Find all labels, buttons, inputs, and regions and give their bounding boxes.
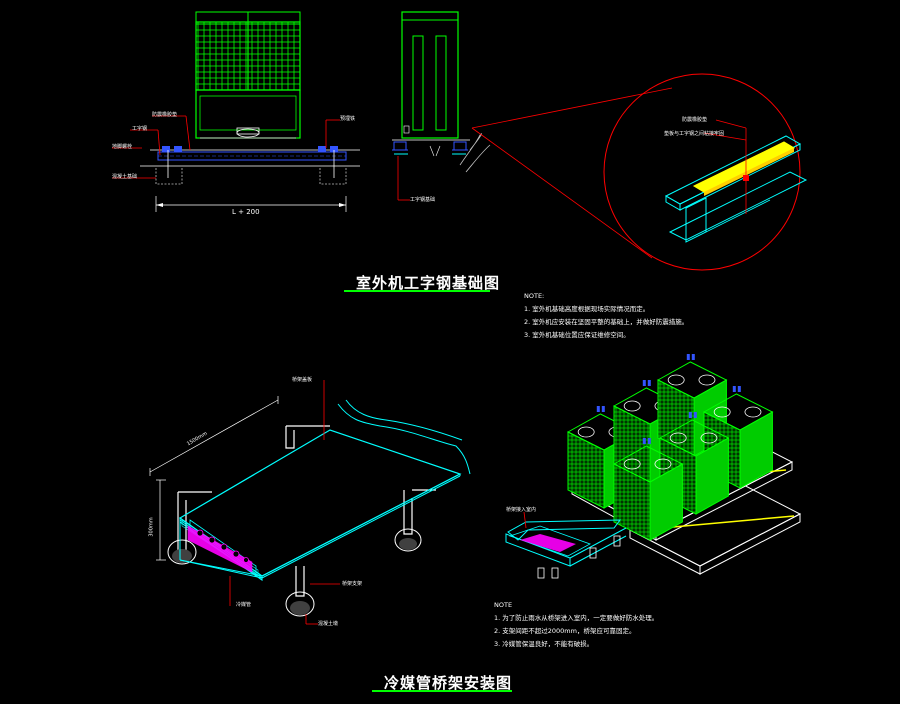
section1-title-underline [344,290,490,292]
notes-heading: NOTE: [524,292,545,300]
width-dimension: L + 200 [232,208,260,216]
section1-title: 室外机工字钢基础图 [356,274,501,292]
label-tray-entry: 桥架接入室内 [506,507,537,513]
label-concrete: 混凝土基础 [112,174,138,180]
label-anchor-bolt: 地脚螺栓 [112,144,133,150]
note-item: 1. 室外机基础高度根据现场实际情况而定。 [524,305,650,313]
section2-notes: NOTE 1. 为了防止雨水从桥架进入室内，一定要做好防水处理。 2. 支架间距… [494,599,658,651]
label-concrete-base: 混凝土墩 [318,621,339,627]
label-i-beam: 工字钢 [132,126,148,132]
label-weld-note: 垫板与工字钢之间粘接牢固 [664,131,725,137]
detail-callout [471,73,808,271]
label-tray-height: 300mm [148,517,155,537]
label-tray-support: 桥架支架 [342,581,363,587]
note-item: 2. 室外机应安装在坚固平整的基础上，并做好防震措施。 [524,318,689,326]
outdoor-unit-side-view [392,11,491,201]
note-item: 1. 为了防止雨水从桥架进入室内，一定要做好防水处理。 [494,614,659,622]
note-item: 2. 支架间距不超过2000mm，桥架应可靠固定。 [494,627,636,635]
label-i-beam-base: 工字钢基础 [410,197,436,203]
outdoor-unit-front-view [112,11,360,212]
outdoor-unit-block [612,438,684,541]
notes-heading: NOTE [494,601,513,609]
label-shock-pad: 防震橡胶垫 [152,112,178,118]
label-refrigerant-pipe: 冷媒管 [236,602,252,608]
section1-notes: NOTE: 1. 室外机基础高度根据现场实际情况而定。 2. 室外机应安装在坚固… [524,290,688,342]
label-rubber-pad: 防震橡胶垫 [682,117,708,123]
label-tray-cover: 桥架盖板 [292,377,313,383]
note-item: 3. 冷媒管保温良好，不能有破损。 [494,640,594,648]
label-embedded: 预埋铁 [340,116,356,122]
section2-title-underline [372,690,512,692]
outdoor-units-cluster [505,354,802,579]
refrigerant-pipe-tray [149,380,471,625]
section2-title: 冷媒管桥架安装图 [384,674,513,692]
note-item: 3. 室外机基础位置应保证维修空间。 [524,331,630,339]
